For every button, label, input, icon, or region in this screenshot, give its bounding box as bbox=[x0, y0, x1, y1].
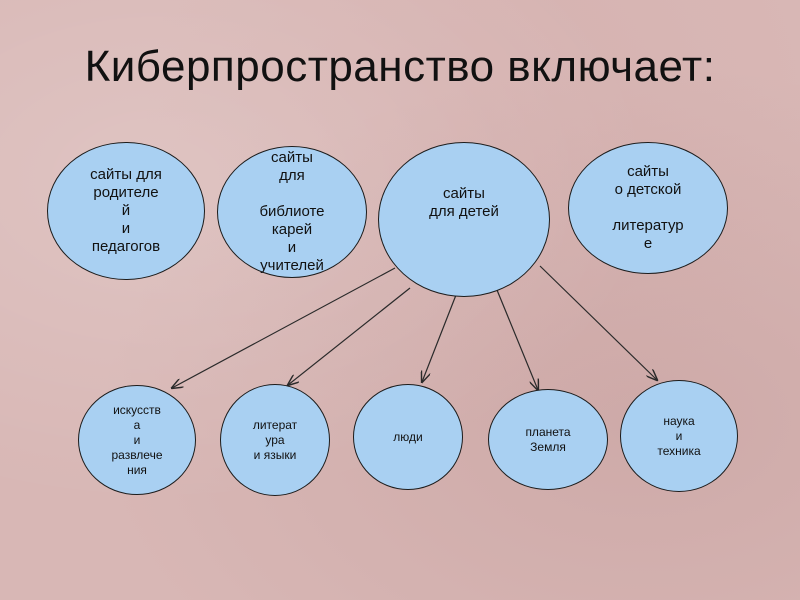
node-sites-for-librarians: сайты для библиоте карей и учителей bbox=[217, 146, 367, 278]
node-science: наука и техника bbox=[620, 380, 738, 492]
node-label: планета Земля bbox=[525, 424, 571, 454]
node-label: искусств а и развлече ния bbox=[111, 402, 163, 477]
arrow-to-arts bbox=[172, 267, 396, 388]
node-arts: искусств а и развлече ния bbox=[78, 385, 196, 495]
arrow-to-earth bbox=[496, 289, 538, 390]
node-planet-earth: планета Земля bbox=[488, 389, 608, 490]
node-sites-for-children: сайты для детей bbox=[378, 142, 550, 297]
node-label: сайты для детей bbox=[429, 184, 499, 220]
page-title: Киберпространство включает: bbox=[84, 42, 716, 91]
node-sites-for-parents: сайты для родителе й и педагогов bbox=[47, 142, 205, 280]
node-languages: литерат ура и языки bbox=[220, 384, 330, 496]
node-label: наука и техника bbox=[657, 413, 701, 458]
node-label: сайты для родителе й и педагогов bbox=[90, 166, 162, 255]
node-people: люди bbox=[353, 384, 463, 490]
arrow-to-people bbox=[422, 294, 457, 382]
node-label: литерат ура и языки bbox=[252, 417, 298, 462]
arrow-to-science bbox=[539, 265, 657, 380]
node-label: сайты о детской литератур е bbox=[612, 163, 684, 252]
node-sites-about-literature: сайты о детской литератур е bbox=[568, 142, 728, 274]
node-label: сайты для библиоте карей и учителей bbox=[259, 149, 325, 274]
node-label: люди bbox=[393, 429, 423, 444]
arrow-to-languages bbox=[288, 287, 411, 385]
